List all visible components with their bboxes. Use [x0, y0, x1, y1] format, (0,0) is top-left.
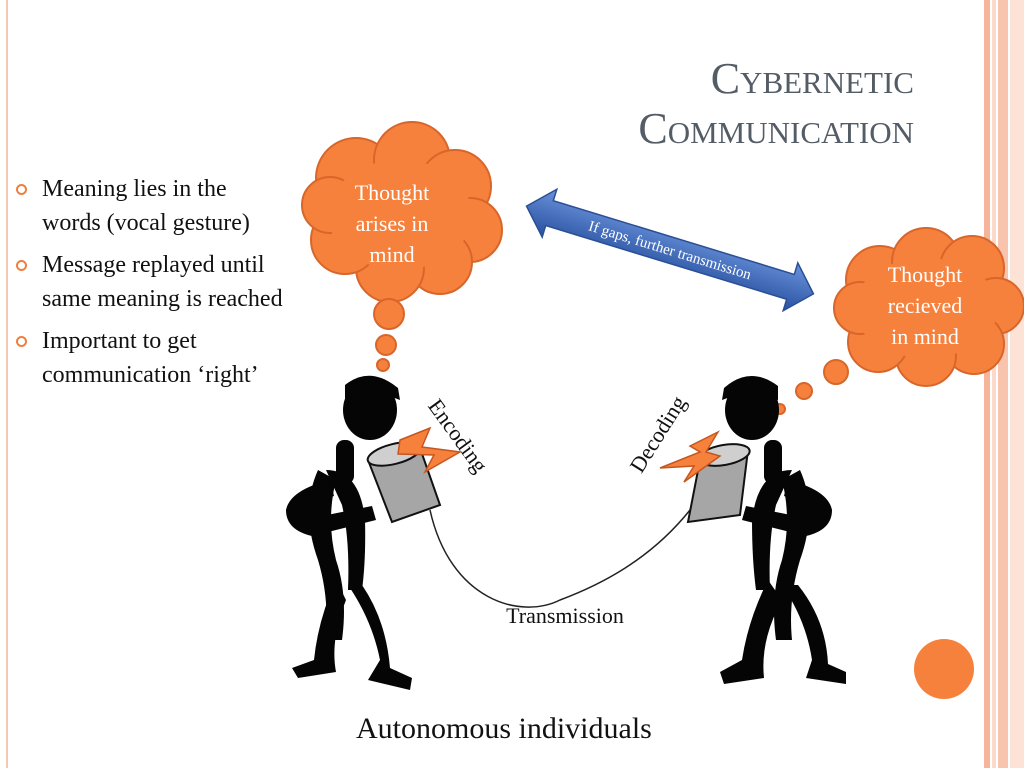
sender-thought-line: Thought [354, 180, 430, 205]
bullet-item: Message replayed until same meaning is r… [14, 248, 284, 316]
encoding-spark-icon [397, 426, 463, 474]
footer-caption: Autonomous individuals [356, 712, 652, 745]
title-line-2: Communication [638, 104, 914, 153]
receiver-figure [720, 375, 846, 684]
sender-thought-line: arises in [355, 211, 429, 236]
bullet-list: Meaning lies in the words (vocal gesture… [14, 172, 284, 400]
receiver-thought-cloud [833, 227, 1024, 387]
thought-bubble-dot [375, 334, 397, 356]
bullet-dot-icon [16, 260, 27, 271]
title-line-1: Cybernetic [710, 54, 914, 103]
decorative-orange-circle [914, 639, 974, 699]
bullet-item: Important to get communication ‘right’ [14, 324, 284, 392]
receiver-thought-text: Thought recieved in mind [862, 259, 988, 352]
edge-stripe-4 [1010, 0, 1024, 768]
sender-thought-line: mind [369, 242, 415, 267]
thought-bubble-dot [823, 359, 849, 385]
thought-bubble-dot [376, 358, 390, 372]
sender-figure [286, 375, 412, 690]
sender-thought-cloud [301, 121, 503, 303]
receiver-thought-line: Thought [887, 262, 963, 287]
receiver-thought-line: in mind [891, 324, 959, 349]
bullet-item: Meaning lies in the words (vocal gesture… [14, 172, 284, 240]
bullet-text: Important to get communication ‘right’ [42, 328, 259, 388]
decoding-spark-icon [659, 430, 722, 483]
bullet-text: Message replayed until same meaning is r… [42, 252, 283, 312]
arrow-label: If gaps, further transmission [586, 219, 753, 284]
bullet-text: Meaning lies in the words (vocal gesture… [42, 176, 250, 236]
receiver-thought-line: recieved [887, 293, 963, 318]
edge-stripe-3 [998, 0, 1008, 768]
sender-thought-text: Thought arises in mind [330, 177, 454, 270]
left-edge-line [6, 0, 8, 768]
edge-stripe-1 [984, 0, 990, 768]
slide-title: Cybernetic Communication [638, 54, 914, 154]
edge-stripe-2 [992, 0, 996, 768]
transmission-label: Transmission [506, 603, 624, 628]
thought-bubble-dot [373, 298, 405, 330]
feedback-arrow: If gaps, further transmission [525, 187, 815, 313]
bullet-dot-icon [16, 184, 27, 195]
bullet-dot-icon [16, 336, 27, 347]
transmission-wire [429, 509, 691, 608]
thought-bubble-dot [795, 382, 813, 400]
